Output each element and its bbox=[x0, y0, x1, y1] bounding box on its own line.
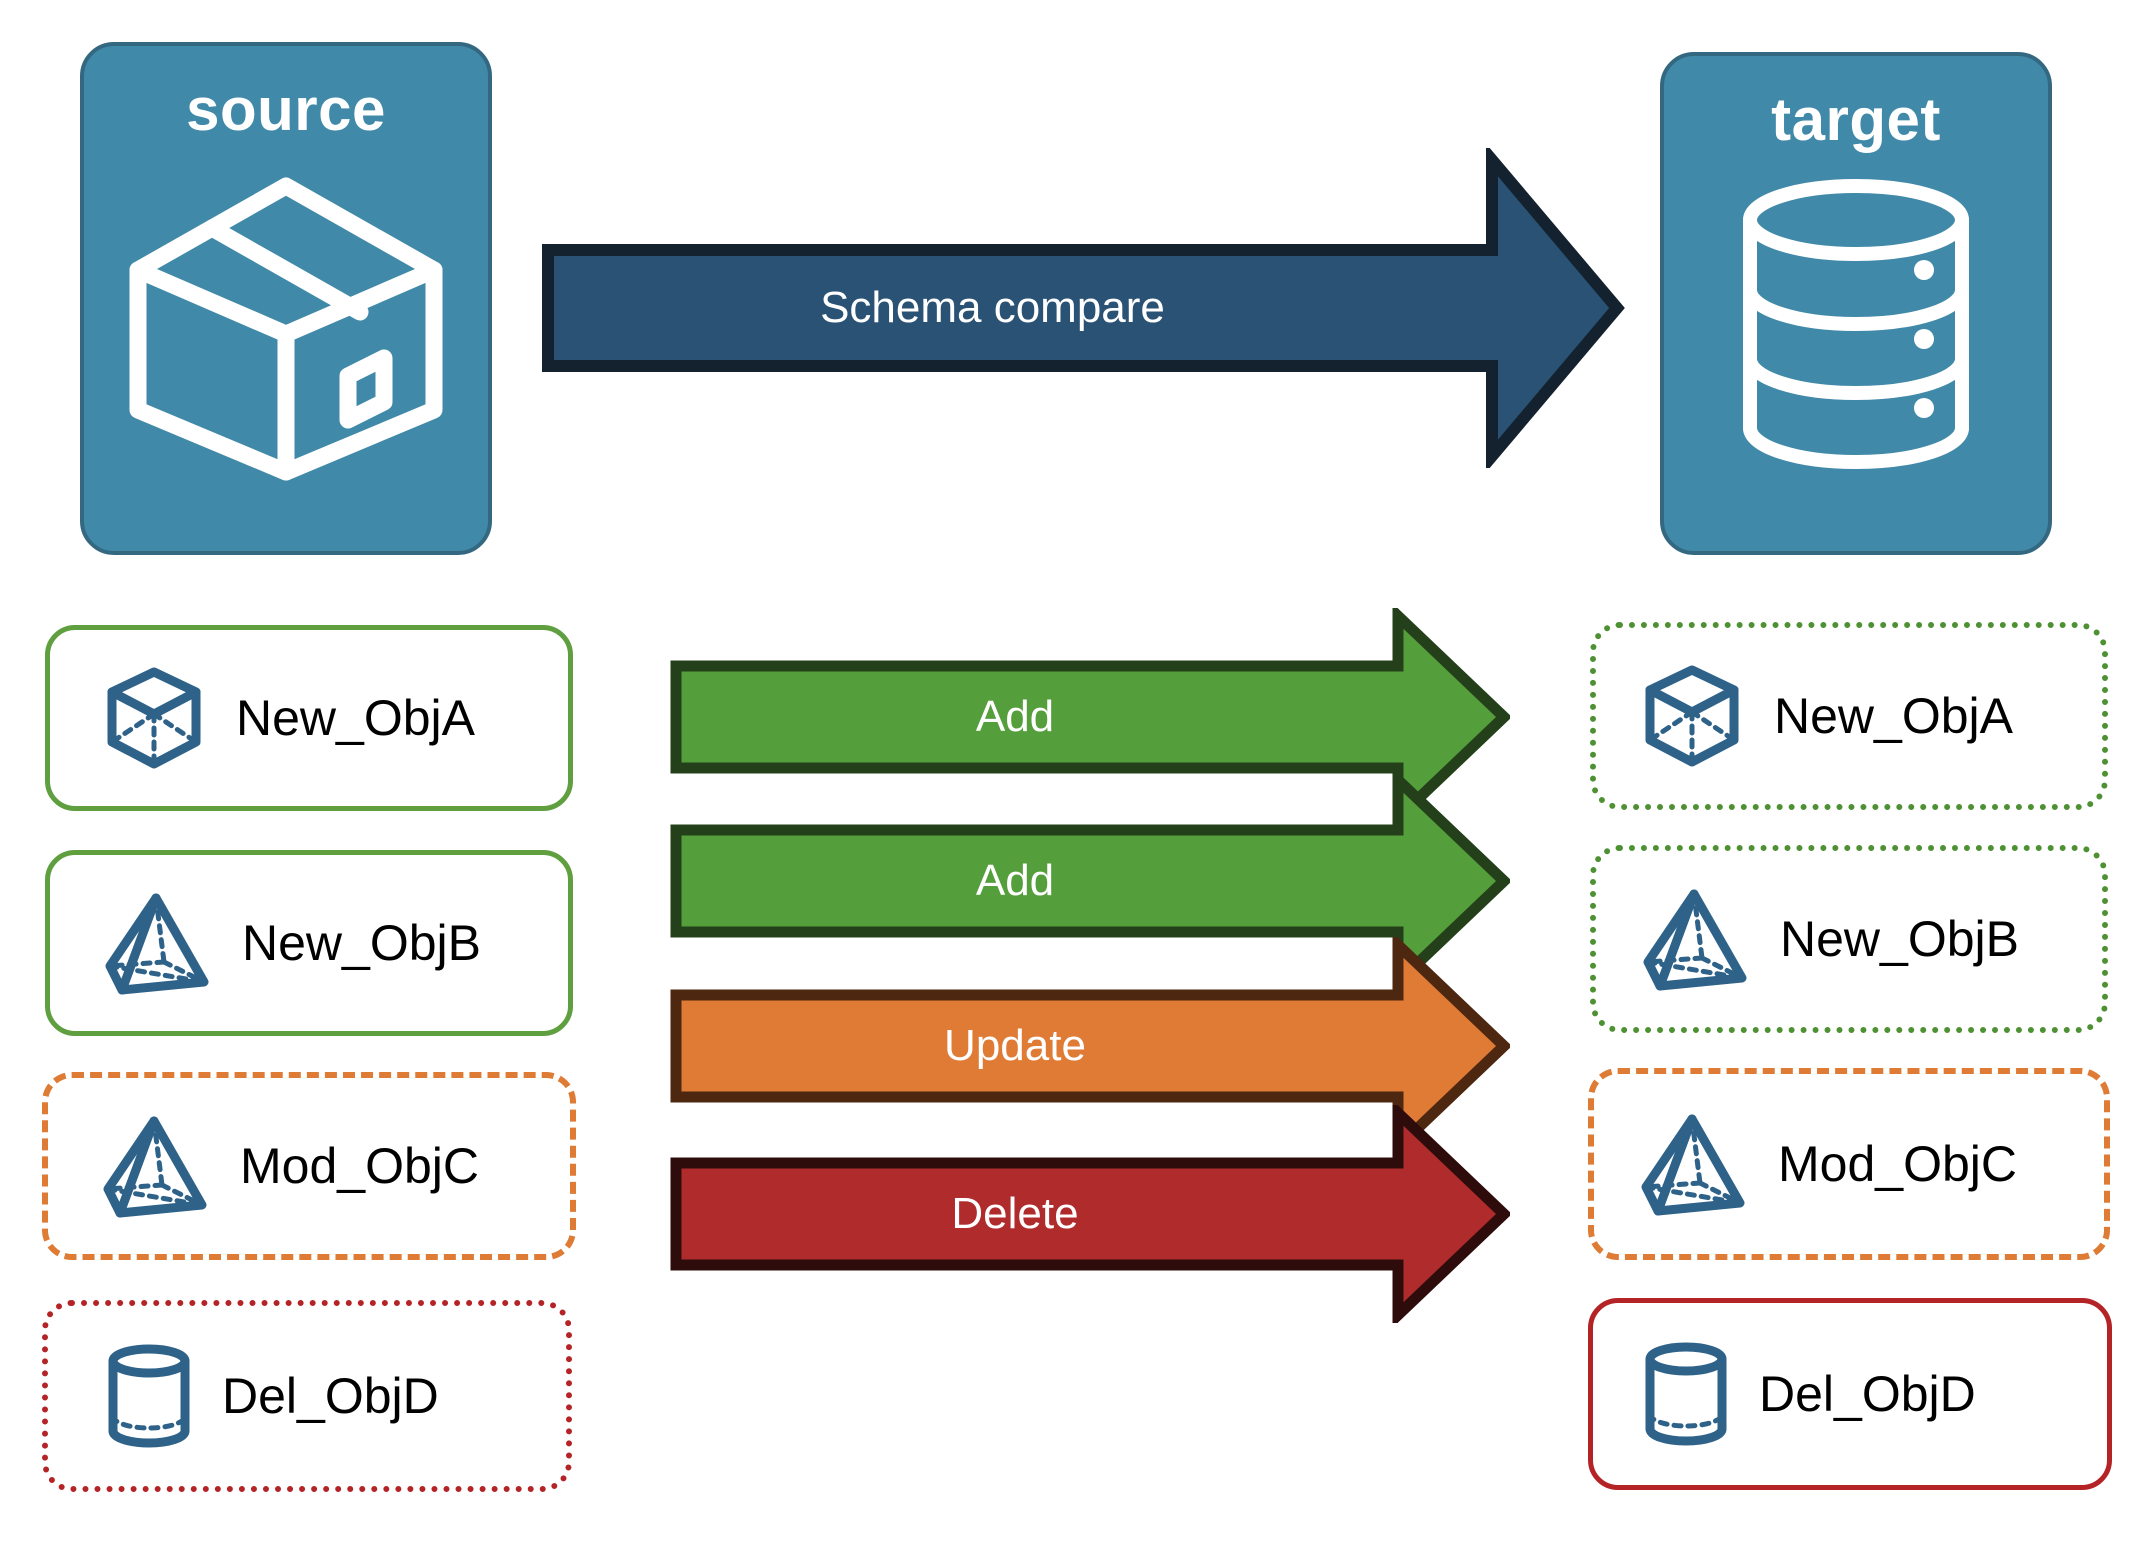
cylinder-icon bbox=[1643, 1342, 1729, 1446]
source-card-row-2[interactable]: Mod_ObjC bbox=[42, 1072, 576, 1260]
package-box-icon bbox=[116, 164, 456, 494]
pyramid-icon bbox=[102, 888, 212, 998]
source-card-label-row-3: Del_ObjD bbox=[222, 1368, 439, 1424]
source-card-label-row-0: New_ObjA bbox=[236, 690, 475, 746]
action-arrow-row-3: Delete bbox=[670, 1105, 1510, 1323]
schema-compare-arrow: Schema compare bbox=[540, 148, 1625, 468]
source-card-row-0[interactable]: New_ObjA bbox=[45, 625, 573, 811]
target-card-label-row-2: Mod_ObjC bbox=[1778, 1136, 2017, 1192]
source-card-label-row-2: Mod_ObjC bbox=[240, 1138, 479, 1194]
source-card-row-3[interactable]: Del_ObjD bbox=[42, 1300, 572, 1492]
cylinder-icon bbox=[106, 1344, 192, 1448]
target-title: target bbox=[1771, 86, 1941, 153]
target-card-row-3[interactable]: Del_ObjD bbox=[1588, 1298, 2112, 1490]
source-title: source bbox=[186, 76, 386, 143]
pyramid-icon bbox=[100, 1111, 210, 1221]
cube-icon bbox=[1640, 664, 1744, 768]
target-card-row-0[interactable]: New_ObjA bbox=[1590, 622, 2108, 810]
target-card-label-row-3: Del_ObjD bbox=[1759, 1366, 1976, 1422]
pyramid-icon bbox=[1638, 1109, 1748, 1219]
pyramid-icon bbox=[1640, 884, 1750, 994]
target-card-row-2[interactable]: Mod_ObjC bbox=[1588, 1068, 2110, 1260]
target-endpoint: target bbox=[1660, 52, 2052, 555]
source-card-row-1[interactable]: New_ObjB bbox=[45, 850, 573, 1036]
cube-icon bbox=[102, 666, 206, 770]
source-endpoint: source bbox=[80, 42, 492, 555]
target-card-label-row-0: New_ObjA bbox=[1774, 688, 2013, 744]
target-card-row-1[interactable]: New_ObjB bbox=[1590, 845, 2108, 1033]
target-card-label-row-1: New_ObjB bbox=[1780, 911, 2019, 967]
source-card-label-row-1: New_ObjB bbox=[242, 915, 481, 971]
database-cylinder-icon bbox=[1736, 174, 1976, 474]
